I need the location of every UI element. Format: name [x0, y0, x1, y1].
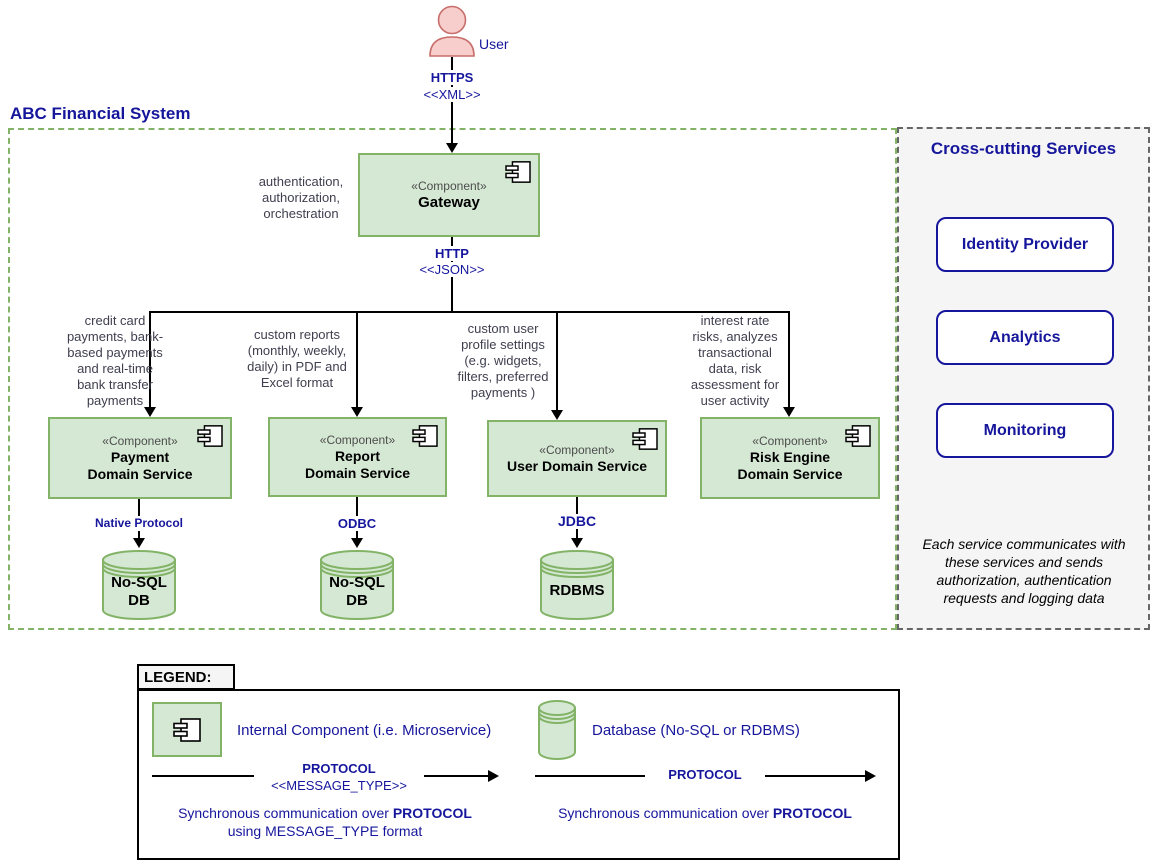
- legend-component-label: Internal Component (i.e. Microservice): [237, 722, 492, 739]
- database-icon: [320, 550, 394, 620]
- legend-protocol-label-2: PROTOCOL: [645, 767, 765, 782]
- protocol-label-http: HTTP: [402, 246, 502, 261]
- legend-sync-protocol-word: PROTOCOL: [392, 805, 472, 821]
- report-domain-service-component[interactable]: «Component» Report Domain Service: [268, 417, 447, 497]
- legend-component-swatch: [152, 702, 222, 757]
- system-title: ABC Financial System: [10, 104, 191, 123]
- user-actor-icon[interactable]: [424, 5, 480, 58]
- arrowhead-into-gateway: [446, 143, 458, 153]
- message-type-label-xml: <<XML>>: [402, 87, 502, 102]
- analytics-label: Analytics: [989, 328, 1061, 346]
- protocol-label-native: Native Protocol: [89, 516, 189, 531]
- protocol-label-https: HTTPS: [402, 70, 502, 85]
- nosql-db-report[interactable]: No-SQL DB: [318, 548, 396, 622]
- message-type-label-json: <<JSON>>: [402, 262, 502, 277]
- legend-title: LEGEND:: [144, 668, 212, 686]
- arrowhead-into-payment: [144, 407, 156, 417]
- legend-box: [137, 689, 900, 860]
- payment-service-note: credit card payments, bank- based paymen…: [66, 313, 164, 408]
- legend-title-tab: LEGEND:: [137, 664, 235, 690]
- analytics-box[interactable]: Analytics: [936, 310, 1114, 365]
- report-name: Report Domain Service: [304, 447, 411, 481]
- connector-to-risk: [788, 311, 790, 408]
- gateway-note: authentication, authorization, orchestra…: [258, 174, 344, 221]
- legend-sync-prefix: Synchronous communication over: [178, 805, 393, 821]
- legend-arrow1-line: [152, 775, 254, 777]
- database-icon: [102, 550, 176, 620]
- connector-to-user-service: [556, 311, 558, 411]
- user-actor-label: User: [479, 36, 509, 52]
- nosql-db-label: No-SQL DB: [329, 574, 385, 609]
- arrowhead-into-risk: [783, 407, 795, 417]
- risk-engine-domain-service-component[interactable]: «Component» Risk Engine Domain Service: [700, 417, 880, 499]
- component-icon: [631, 427, 659, 451]
- payment-domain-service-component[interactable]: «Component» Payment Domain Service: [48, 417, 232, 499]
- legend-protocol-label: PROTOCOL: [302, 761, 376, 776]
- payment-name: Payment Domain Service: [87, 448, 193, 482]
- cross-cutting-note: Each service communicates with these ser…: [922, 536, 1126, 606]
- monitoring-label: Monitoring: [983, 421, 1067, 439]
- legend-database-label: Database (No-SQL or RDBMS): [592, 722, 800, 739]
- legend-sync-protocol-text: Synchronous communication over PROTOCOL: [535, 804, 875, 822]
- rdbms-db-label: RDBMS: [549, 582, 605, 599]
- user-service-note: custom user profile settings (e.g. widge…: [457, 321, 549, 400]
- identity-provider-label: Identity Provider: [961, 235, 1089, 253]
- database-icon: [540, 550, 614, 620]
- component-icon: [411, 424, 439, 448]
- payment-stereotype: «Component»: [102, 433, 178, 448]
- component-icon: [173, 717, 201, 742]
- monitoring-box[interactable]: Monitoring: [936, 403, 1114, 458]
- user-service-name: User Domain Service: [506, 457, 648, 474]
- identity-provider-box[interactable]: Identity Provider: [936, 217, 1114, 272]
- risk-service-note: interest rate risks, analyzes transactio…: [690, 313, 780, 408]
- nosql-db-label: No-SQL DB: [111, 574, 167, 609]
- gateway-component[interactable]: «Component» Gateway: [358, 153, 540, 237]
- connector-to-payment: [149, 311, 151, 408]
- user-service-stereotype: «Component»: [539, 442, 615, 457]
- component-icon: [196, 424, 224, 448]
- report-service-note: custom reports (monthly, weekly, daily) …: [247, 327, 347, 390]
- legend-arrow1-line2: [424, 775, 488, 777]
- legend-sync-protocol-word: PROTOCOL: [772, 805, 852, 821]
- legend-sync-line2: using MESSAGE_TYPE format: [227, 823, 423, 839]
- risk-name: Risk Engine Domain Service: [737, 448, 843, 482]
- cross-cutting-panel: Cross-cutting Services Identity Provider…: [897, 127, 1150, 630]
- legend-arrow1-head: [488, 770, 499, 782]
- arrowhead-into-rdbms: [571, 538, 583, 548]
- component-icon: [504, 160, 532, 184]
- cross-cutting-title: Cross-cutting Services: [930, 139, 1117, 158]
- connector-to-report: [356, 311, 358, 408]
- legend-sync-message-text: Synchronous communication over PROTOCOL …: [160, 804, 490, 840]
- rdbms-db[interactable]: RDBMS: [538, 548, 616, 622]
- arrowhead-into-report: [351, 407, 363, 417]
- component-icon: [844, 424, 872, 448]
- gateway-name: Gateway: [418, 194, 480, 211]
- gateway-stereotype: «Component»: [411, 179, 487, 193]
- report-stereotype: «Component»: [319, 432, 396, 447]
- legend-message-type-label: <<MESSAGE_TYPE>>: [271, 778, 407, 793]
- risk-stereotype: «Component»: [752, 433, 828, 448]
- protocol-label-jdbc: JDBC: [527, 514, 627, 529]
- user-domain-service-component[interactable]: «Component» User Domain Service: [487, 420, 667, 497]
- branch-line: [149, 311, 790, 313]
- arrowhead-into-nosql2: [351, 538, 363, 548]
- legend-arrow2-head: [865, 770, 876, 782]
- protocol-label-odbc: ODBC: [307, 516, 407, 531]
- arrowhead-into-user-service: [551, 410, 563, 420]
- arrowhead-into-nosql1: [133, 538, 145, 548]
- legend-sync-prefix: Synchronous communication over: [558, 805, 773, 821]
- database-icon: [538, 700, 576, 760]
- legend-database-swatch: [537, 699, 577, 761]
- nosql-db-payment[interactable]: No-SQL DB: [100, 548, 178, 622]
